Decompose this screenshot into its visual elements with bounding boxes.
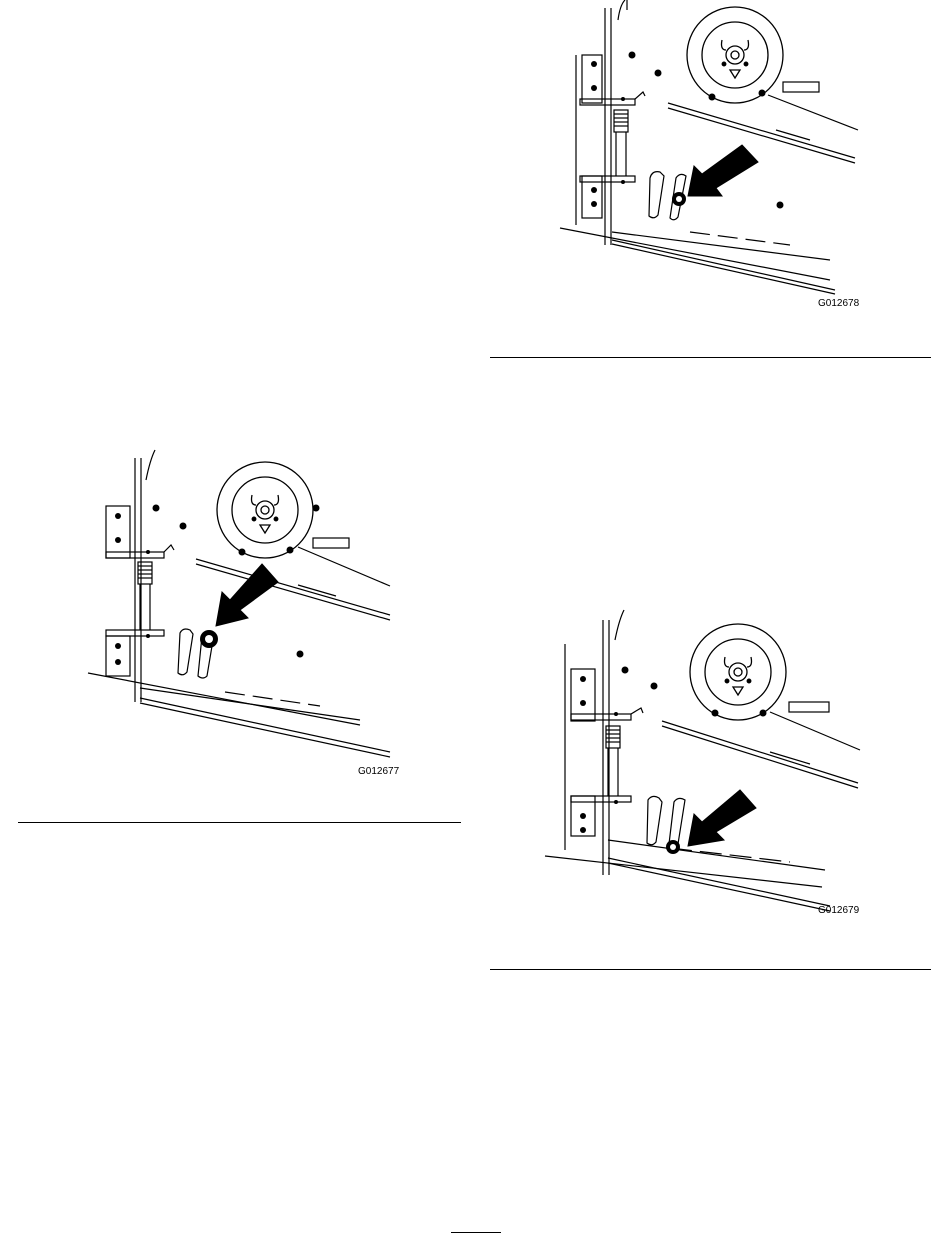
figure-g012677: G012677 <box>70 440 410 770</box>
deck-pulley-illustration: G012679 <box>540 600 940 930</box>
figure-code: G012679 <box>818 905 860 916</box>
figure-code: G012677 <box>358 766 400 777</box>
arrow-icon <box>688 145 758 196</box>
deck-pulley-illustration: G012677 <box>70 440 410 770</box>
figure-code: G012678 <box>818 298 860 309</box>
arrow-icon <box>688 790 756 846</box>
section-rule <box>490 357 931 358</box>
figure-g012679: G012679 <box>540 600 940 930</box>
figure-g012678: G012678 <box>540 0 940 320</box>
page-number <box>451 1232 501 1233</box>
deck-pulley-illustration: G012678 <box>540 0 940 320</box>
section-rule <box>18 822 461 823</box>
section-rule <box>490 969 931 970</box>
